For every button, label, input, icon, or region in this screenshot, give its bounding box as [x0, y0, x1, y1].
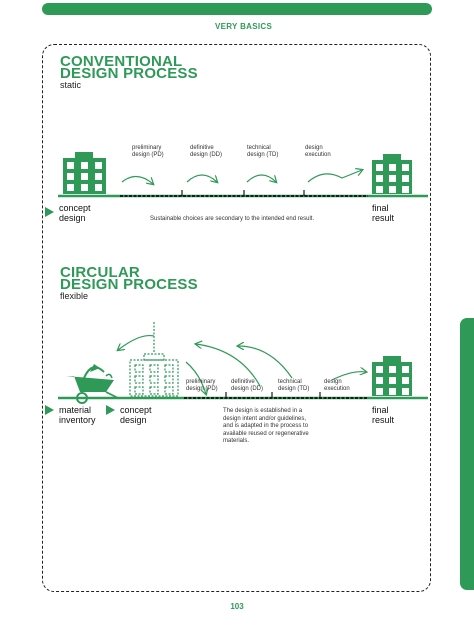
top-accent-bar: [42, 3, 432, 15]
conventional-arrow-3: [246, 174, 276, 182]
conventional-start-building-icon: [63, 152, 106, 194]
circular-end-building-icon: [372, 356, 412, 396]
circular-subtitle: flexible: [60, 291, 89, 301]
conventional-arrow-1: [121, 175, 153, 184]
section-title: VERY BASICS: [215, 22, 273, 31]
circular-title-line1: CIRCULAR: [60, 264, 140, 281]
concept-pointer: [106, 405, 115, 415]
loop-back-arrow-2: [238, 346, 293, 379]
content-frame: [42, 44, 431, 592]
conventional-end-building-icon: [372, 154, 412, 194]
loop-back-arrow-1: [196, 344, 261, 387]
conventional-title-line2: DESIGN PROCESS: [60, 65, 198, 82]
circular-arrow-1: [185, 361, 206, 394]
page-number: 103: [230, 602, 244, 611]
side-tab: [460, 318, 474, 590]
conventional-arrow-4: [307, 170, 362, 183]
circular-title-line2: DESIGN PROCESS: [60, 276, 198, 293]
conventional-note: Sustainable choices are secondary to the…: [150, 216, 315, 222]
conventional-title-line1: CONVENTIONAL: [60, 53, 183, 70]
concept-building-dashed-icon: [129, 353, 179, 397]
conventional-arrow-2: [186, 174, 217, 182]
conventional-subtitle: static: [60, 80, 82, 90]
circular-arrow-end: [331, 372, 366, 381]
material-pointer: [45, 405, 54, 415]
loop-to-material-arrow: [118, 334, 155, 350]
circular-note: The design is established in a design in…: [223, 408, 309, 444]
wheelbarrow-icon: [66, 364, 119, 404]
conventional-start-pointer: [45, 207, 54, 217]
